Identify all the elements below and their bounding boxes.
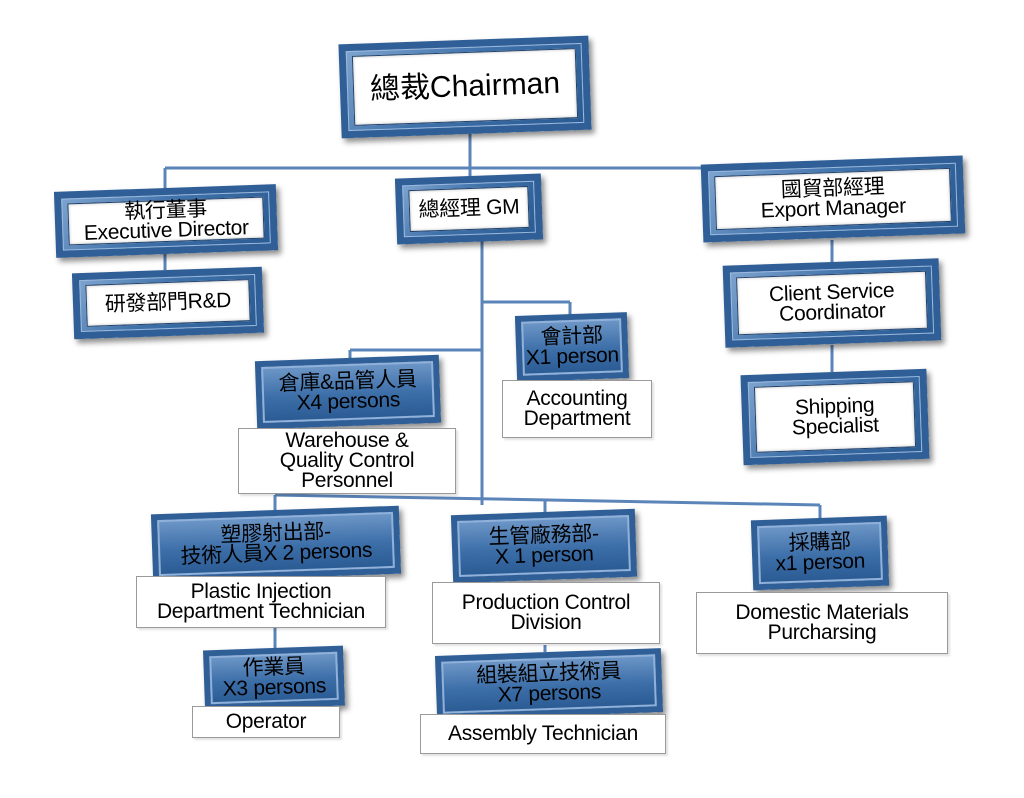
gm-box: 總經理 GM (394, 173, 544, 245)
operator-en1: Operator (225, 710, 307, 733)
accounting-box: 會計部 X1 person (514, 312, 630, 382)
assembly-en1: Assembly Technician (447, 722, 638, 745)
warehouse-en1: Warehouse & (285, 429, 409, 452)
operator-en-box: Operator (192, 706, 340, 738)
plastic-count: 技術人員X 2 persons (180, 538, 373, 569)
production-en1: Production Control (461, 591, 631, 614)
export-manager-box: 國貿部經理 Export Manager (700, 155, 966, 243)
chairman-label: 總裁Chairman (369, 66, 561, 107)
purchasing-en-box: Domestic Materials Purcharsing (696, 592, 948, 654)
operator-count: X3 persons (222, 674, 327, 701)
rnd-box: 研發部門R&D (71, 266, 265, 340)
accounting-en1: Accounting (526, 387, 628, 410)
purchasing-count: x1 person (775, 549, 866, 576)
warehouse-count: X4 persons (296, 388, 401, 415)
operator-box: 作業員 X3 persons (202, 645, 346, 711)
assembly-box: 組裝組立技術員 X7 persons (434, 648, 664, 720)
production-en-box: Production Control Division (432, 582, 660, 644)
rnd-label: 研發部門R&D (104, 288, 232, 317)
plastic-en2: Department Technician (156, 600, 366, 623)
accounting-count: X1 person (525, 343, 620, 370)
executive-director-box: 執行董事 Executive Director (53, 184, 279, 258)
export-manager-en: Export Manager (760, 194, 907, 223)
plastic-en1: Plastic Injection (190, 580, 332, 603)
warehouse-en2: Quality Control (279, 449, 415, 472)
production-count: X 1 person (494, 542, 594, 569)
accounting-en2: Department (523, 407, 631, 430)
production-box: 生管廠務部- X 1 person (450, 508, 638, 584)
executive-director-en: Executive Director (83, 216, 250, 245)
plastic-en-box: Plastic Injection Department Technician (136, 576, 386, 628)
client-service-line2: Coordinator (778, 299, 886, 326)
production-en2: Division (510, 611, 582, 634)
assembly-count: X7 persons (497, 680, 602, 707)
shipping-line2: Specialist (791, 413, 880, 440)
accounting-en-box: Accounting Department (502, 380, 652, 438)
warehouse-box: 倉庫&品管人員 X4 persons (254, 354, 442, 430)
plastic-box: 塑膠射出部- 技術人員X 2 persons (150, 505, 402, 583)
chairman-box: 總裁Chairman (338, 35, 592, 139)
purchasing-en1: Domestic Materials (735, 601, 909, 624)
assembly-en-box: Assembly Technician (420, 714, 666, 754)
warehouse-en-box: Warehouse & Quality Control Personnel (238, 428, 456, 494)
purchasing-box: 採購部 x1 person (750, 515, 890, 591)
client-service-box: Client Service Coordinator (722, 258, 942, 348)
shipping-box: Shipping Specialist (740, 368, 930, 466)
purchasing-en2: Purcharsing (767, 621, 877, 644)
warehouse-en3: Personnel (301, 469, 393, 492)
gm-label: 總經理 GM (418, 195, 520, 222)
